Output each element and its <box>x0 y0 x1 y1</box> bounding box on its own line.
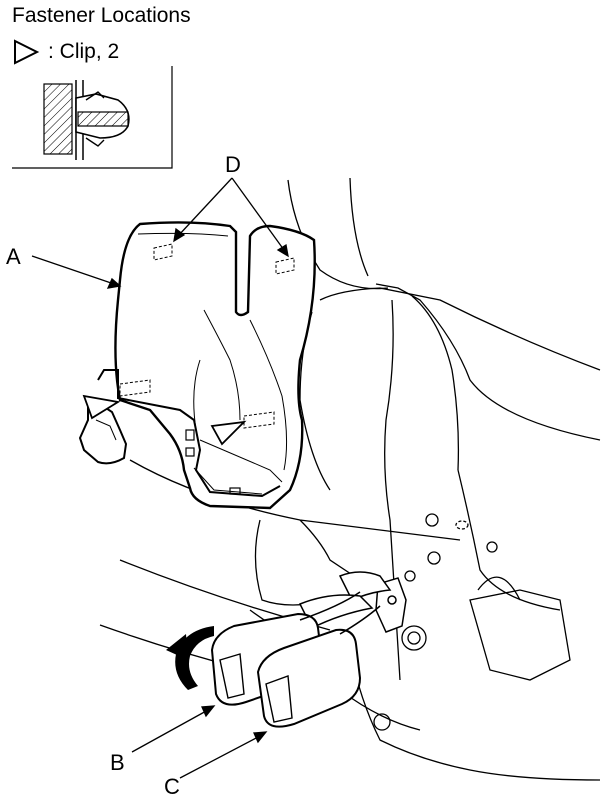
legend-text: : Clip, 2 <box>48 40 120 63</box>
fastener-legend: : Clip, 2 <box>12 38 119 66</box>
clip-indicator-left <box>82 394 121 420</box>
leader-lines <box>31 177 289 779</box>
callout-d: D <box>225 152 241 177</box>
callout-c: C <box>164 774 180 799</box>
page-title: Fastener Locations <box>12 4 191 27</box>
triangle-outline-icon <box>14 39 40 65</box>
clip-indicator-right <box>210 420 247 446</box>
clip-detail-inset <box>12 66 173 169</box>
callout-b: B <box>110 750 125 775</box>
rotation-arrow-icon <box>166 626 214 690</box>
anchor-bracket <box>298 571 407 633</box>
buckle-c <box>256 605 381 728</box>
callout-a: A <box>6 244 21 269</box>
cover-a <box>78 221 316 510</box>
